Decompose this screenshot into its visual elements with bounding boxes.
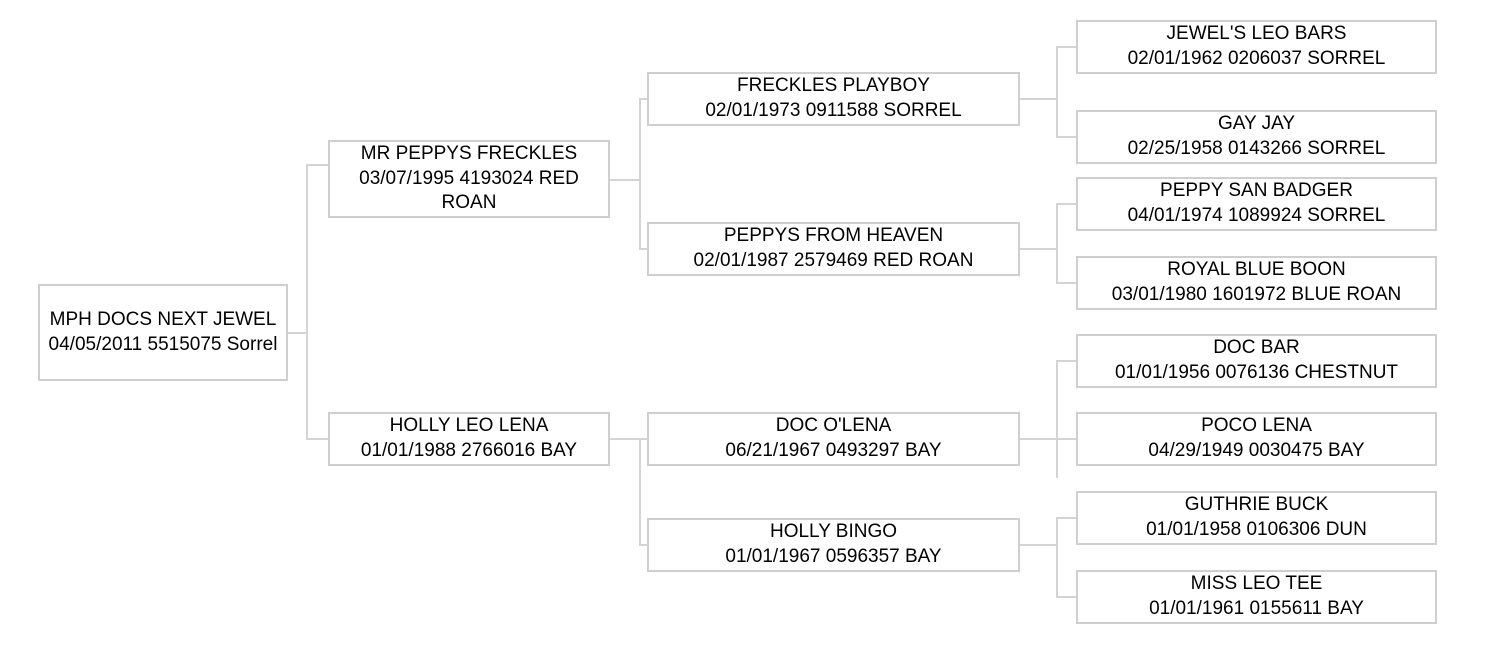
connector-sire-dam-bracket [1056,204,1058,283]
connector-ddS-stub [1056,517,1078,519]
node-dam-detail: 01/01/1988 2766016 BAY [360,440,578,461]
connector-dam-sire-bracket [1056,361,1058,478]
node-subject[interactable]: MPH DOCS NEXT JEWEL 04/05/2011 5515075 S… [38,284,288,381]
node-sire-sire[interactable]: FRECKLES PLAYBOY 02/01/1973 0911588 SORR… [647,72,1020,126]
node-sire-sire-name: FRECKLES PLAYBOY [737,75,930,97]
node-sire-dam-dam[interactable]: ROYAL BLUE BOON 03/01/1980 1601972 BLUE … [1076,256,1437,310]
connector-sire-sire-out-stub [1019,98,1057,100]
connector-dsS-stub [1056,360,1078,362]
node-subject-detail: 04/05/2011 5515075 Sorrel [48,333,278,355]
node-sire-dam-detail: 02/01/1987 2579469 RED ROAN [693,250,974,271]
node-sire-dam-sire[interactable]: PEPPY SAN BADGER 04/01/1974 1089924 SORR… [1076,177,1437,231]
node-sire-dam-sire-detail: 04/01/1974 1089924 SORREL [1127,205,1386,226]
node-dam-sire-sire[interactable]: DOC BAR 01/01/1956 0076136 CHESTNUT [1076,334,1437,388]
connector-ssS-stub [1056,46,1078,48]
node-sire-dam-dam-detail: 03/01/1980 1601972 BLUE ROAN [1111,284,1402,305]
node-dam-sire-sire-detail: 01/01/1956 0076136 CHESTNUT [1114,362,1399,383]
node-dam-sire-detail: 06/21/1967 0493297 BAY [725,440,942,461]
node-dam-name: HOLLY LEO LENA [389,415,549,437]
node-sire[interactable]: MR PEPPYS FRECKLES 03/07/1995 4193024 RE… [328,140,610,218]
connector-dam-sire-out-stub [1019,438,1057,440]
node-sire-dam-sire-name: PEPPY SAN BADGER [1160,180,1353,202]
node-sire-sire-detail: 02/01/1973 0911588 SORREL [705,100,962,121]
connector-dam-dam-out-stub [1019,544,1057,546]
node-dam-dam-dam[interactable]: MISS LEO TEE 01/01/1961 0155611 BAY [1076,570,1437,624]
node-sire-sire-sire-name: JEWEL'S LEO BARS [1166,23,1347,45]
connector-sdS-stub [1056,203,1078,205]
connector-dam-stub [306,438,330,440]
node-sire-sire-dam-name: GAY JAY [1217,113,1296,135]
node-sire-sire-dam-detail: 02/25/1958 0143266 SORREL [1127,138,1386,159]
node-dam-sire-dam-detail: 04/29/1949 0030475 BAY [1148,440,1365,461]
node-dam-sire-dam[interactable]: POCO LENA 04/29/1949 0030475 BAY [1076,412,1437,466]
connector-sire-bracket [639,99,641,250]
node-dam-sire-dam-name: POCO LENA [1201,415,1312,437]
node-sire-sire-dam[interactable]: GAY JAY 02/25/1958 0143266 SORREL [1076,110,1437,164]
connector-subject-stub [288,332,308,334]
node-dam-sire-name: DOC O'LENA [775,415,892,437]
node-dam-dam-detail: 01/01/1967 0596357 BAY [725,546,942,567]
node-dam[interactable]: HOLLY LEO LENA 01/01/1988 2766016 BAY [328,412,610,466]
connector-sdD-stub [1056,282,1078,284]
connector-dam-dam-bracket [1056,518,1058,597]
node-dam-dam[interactable]: HOLLY BINGO 01/01/1967 0596357 BAY [647,518,1020,572]
connector-dam-out-stub [608,438,640,440]
connector-sire-stub [306,164,330,166]
node-sire-sire-sire[interactable]: JEWEL'S LEO BARS 02/01/1962 0206037 SORR… [1076,20,1437,74]
node-dam-dam-name: HOLLY BINGO [769,521,898,543]
node-sire-dam[interactable]: PEPPYS FROM HEAVEN 02/01/1987 2579469 RE… [647,222,1020,276]
connector-subject-bracket [306,165,308,440]
node-dam-sire-sire-name: DOC BAR [1213,337,1300,359]
connector-dsD-stub [1056,438,1078,440]
node-dam-dam-sire[interactable]: GUTHRIE BUCK 01/01/1958 0106306 DUN [1076,491,1437,545]
connector-ddD-stub [1056,596,1078,598]
node-dam-dam-sire-name: GUTHRIE BUCK [1184,494,1329,516]
node-sire-detail: 03/07/1995 4193024 RED ROAN [359,167,579,214]
connector-sire-out-stub [608,179,640,181]
node-dam-sire[interactable]: DOC O'LENA 06/21/1967 0493297 BAY [647,412,1020,466]
node-dam-dam-dam-detail: 01/01/1961 0155611 BAY [1149,598,1364,619]
connector-ssD-stub [1056,136,1078,138]
node-subject-name: MPH DOCS NEXT JEWEL [49,308,277,330]
connector-dam-bracket [639,438,641,546]
node-dam-dam-sire-detail: 01/01/1958 0106306 DUN [1146,519,1367,540]
node-sire-name: MR PEPPYS FRECKLES [360,142,578,164]
node-dam-dam-dam-name: MISS LEO TEE [1190,573,1323,595]
node-sire-dam-dam-name: ROYAL BLUE BOON [1167,259,1346,281]
connector-sire-dam-out-stub [1019,248,1057,250]
connector-sire-sire-bracket [1056,47,1058,138]
node-sire-sire-sire-detail: 02/01/1962 0206037 SORREL [1127,48,1386,69]
node-sire-dam-name: PEPPYS FROM HEAVEN [723,225,944,247]
